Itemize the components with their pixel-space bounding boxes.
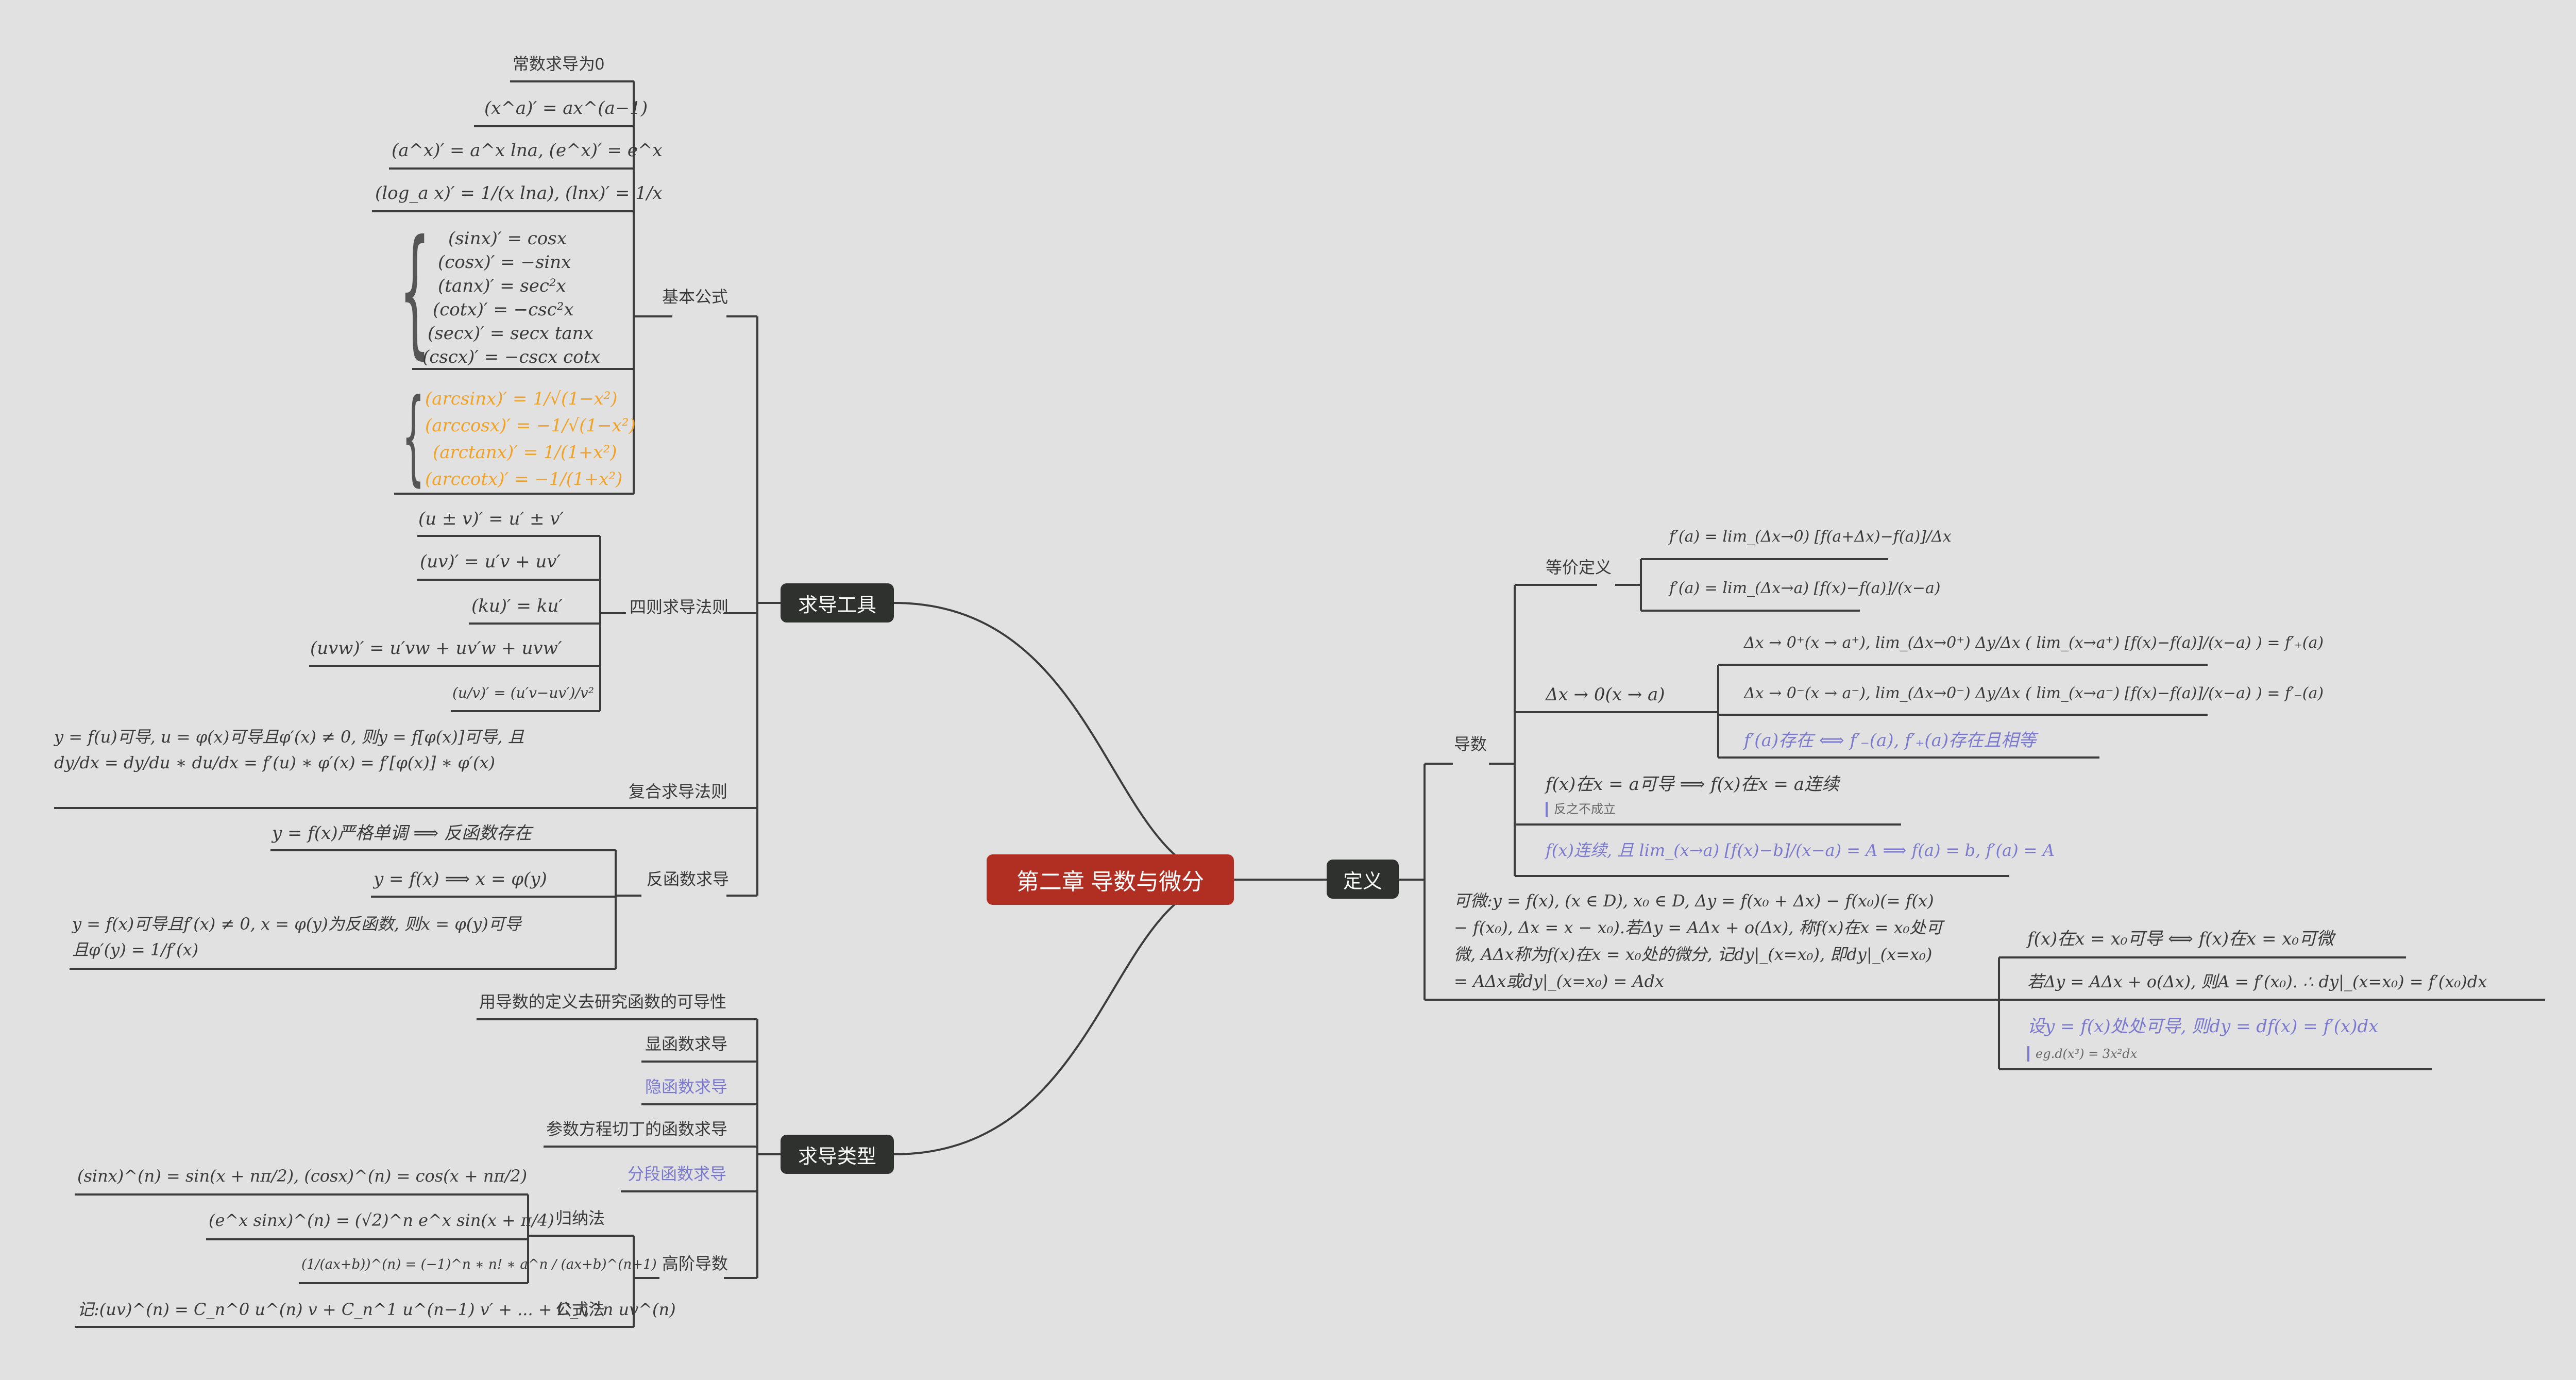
trig-cos: (cosx)′ = −sinx [438,252,571,273]
basic-item-exp: (a^x)′ = a^x lna, (e^x)′ = e^x [392,140,663,161]
equiv-def-label[interactable]: 等价定义 [1546,558,1612,577]
differential-item-coef: 若Δy = AΔx + o(Δx), 则A = f′(x₀). ∴ dy|_(x… [2027,972,2487,991]
types-explicit[interactable]: 显函数求导 [645,1035,728,1053]
branch-definition[interactable]: 定义 [1327,860,1399,899]
four-item-scalar: (ku)′ = ku′ [471,596,563,616]
trig-sec: (secx)′ = secx tanx [428,323,594,344]
four-item-quotient: (u/v)′ = (u′v−uv′)/v² [452,684,594,701]
types-higher-label[interactable]: 高阶导数 [662,1254,728,1273]
four-rules-label[interactable]: 四则求导法则 [630,598,729,616]
root-node[interactable]: 第二章 导数与微分 [987,854,1234,905]
induction-item-exp: (e^x sinx)^(n) = (√2)^n e^x sin(x + π/4) [209,1210,554,1230]
inverse-item-rule: y = f(x)可导且f′(x) ≠ 0, x = φ(y)为反函数, 则x =… [72,914,521,960]
equiv-item-2: f′(a) = lim_(Δx→a) [f(x)−f(a)]/(x−a) [1669,579,1941,597]
approach-label[interactable]: Δx → 0(x → a) [1546,684,1665,705]
arc-brace: { [402,377,425,497]
trig-cot: (cotx)′ = −csc²x [433,299,574,320]
basic-item-log: (log_a x)′ = 1/(x lna), (lnx)′ = 1/x [375,183,663,204]
four-item-triple: (uvw)′ = u′vw + uv′w + uvw′ [310,638,562,659]
approach-left: Δx → 0⁻(x → a⁻), lim_(Δx→0⁻) Δy/Δx ( lim… [1744,684,2324,702]
trig-brace: { [399,210,431,372]
higher-induction-label[interactable]: 归纳法 [555,1209,605,1227]
arc-tan: (arctanx)′ = 1/(1+x²) [433,442,617,463]
types-piecewise[interactable]: 分段函数求导 [628,1165,727,1183]
basic-item-constant: 常数求导为0 [513,55,604,73]
types-param[interactable]: 参数方程切丁的函数求导 [546,1120,728,1138]
arc-cot: (arccotx)′ = −1/(1+x²) [425,469,623,490]
limit-item: f(x)连续, 且 lim_(x→a) [f(x)−b]/(x−a) = A ⟹… [1546,840,2055,860]
induction-item-trig: (sinx)^(n) = sin(x + nπ/2), (cosx)^(n) =… [77,1166,528,1186]
leibniz-formula: 记:(uv)^(n) = C_n^0 u^(n) v + C_n^1 u^(n−… [77,1300,676,1319]
trig-sin: (sinx)′ = cosx [448,228,567,249]
inverse-label[interactable]: 反函数求导 [647,870,730,888]
trig-csc: (cscx)′ = −cscx cotx [422,347,601,367]
continuity-item: f(x)在x = a可导 ⟹ f(x)在x = a连续 [1546,774,1840,795]
types-def-item[interactable]: 用导数的定义去研究函数的可导性 [479,992,727,1011]
basic-formulas-label[interactable]: 基本公式 [662,288,728,306]
approach-right: Δx → 0⁺(x → a⁺), lim_(Δx→0⁺) Δy/Δx ( lim… [1744,634,2324,652]
four-item-product: (uv)′ = u′v + uv′ [420,551,561,572]
composite-label[interactable]: 复合求导法则 [629,782,728,801]
branch-tools[interactable]: 求导工具 [781,583,894,622]
continuity-note: 反之不成立 [1546,802,1616,817]
inverse-item-mono: y = f(x)严格单调 ⟹ 反函数存在 [272,823,532,844]
differential-item-equiv: f(x)在x = x₀可导 ⟺ f(x)在x = x₀可微 [2027,929,2334,949]
arc-formulas: (arcsinx)′ = 1/√(1−x²) (arccosx)′ = −1/√… [425,385,636,493]
inverse-item-map: y = f(x) ⟹ x = φ(y) [374,869,547,889]
composite-text: y = f(u)可导, u = φ(x)可导且φ′(x) ≠ 0, 则y = f… [54,727,524,772]
approach-exists: f′(a)存在 ⟺ f′₋(a), f′₊(a)存在且相等 [1744,730,2037,751]
trig-tan: (tanx)′ = sec²x [438,276,566,296]
equiv-item-1: f′(a) = lim_(Δx→0) [f(a+Δx)−f(a)]/Δx [1669,528,1952,546]
induction-item-rational: (1/(ax+b))^(n) = (−1)^n ∗ n! ∗ a^n / (ax… [301,1257,657,1272]
higher-formula-label[interactable]: 公式法 [555,1300,605,1319]
trig-formulas: (sinx)′ = cosx (cosx)′ = −sinx (tanx)′ =… [422,227,600,369]
differential-example: eg.d(x³) = 3x²dx [2027,1046,2137,1062]
deriv-label[interactable]: 导数 [1454,735,1487,753]
arc-cos: (arccosx)′ = −1/√(1−x²) [425,415,636,436]
types-implicit[interactable]: 隐函数求导 [645,1078,728,1096]
differential-item-everywhere: 设y = f(x)处处可导, 则dy = df(x) = f′(x)dx [2027,1016,2379,1037]
four-item-sum: (u ± v)′ = u′ ± v′ [418,509,564,529]
differential-text: 可微:y = f(x), (x ∈ D), x₀ ∈ D, Δy = f(x₀ … [1454,891,1943,991]
arc-sin: (arcsinx)′ = 1/√(1−x²) [425,389,618,409]
branch-types[interactable]: 求导类型 [781,1135,894,1174]
basic-item-power: (x^a)′ = ax^(a−1) [484,98,648,119]
